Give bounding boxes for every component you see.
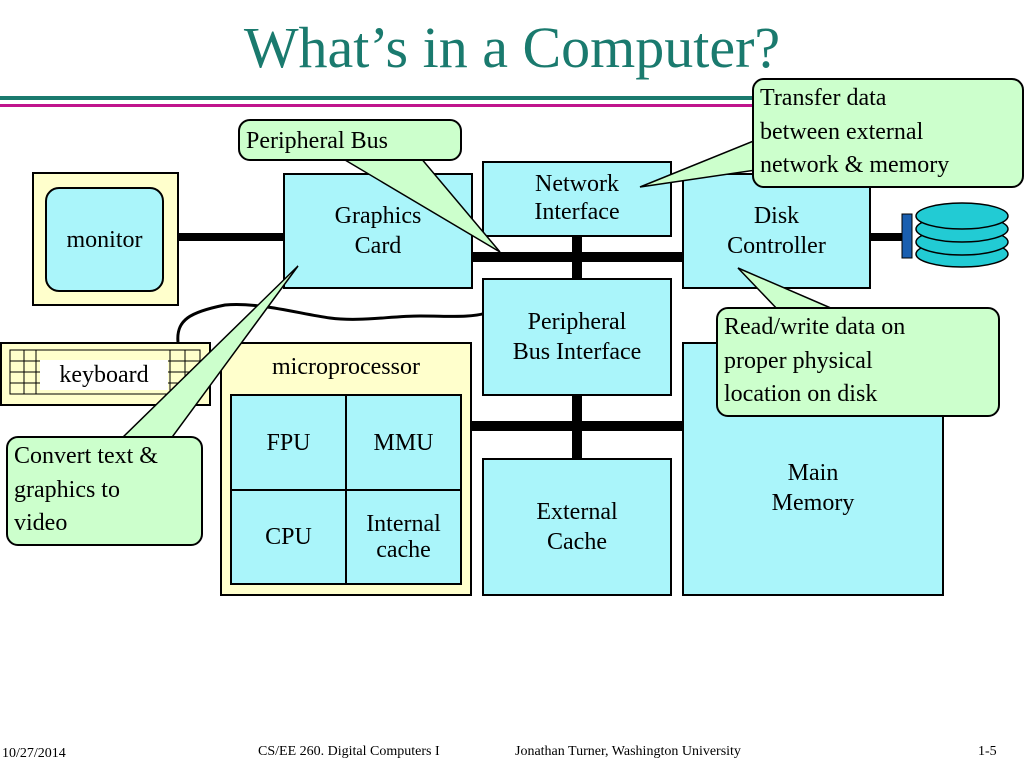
main-memory-label-2: Memory [771, 490, 855, 516]
mmu-label: MMU [373, 429, 434, 456]
internal-cache-box: Internal cache [345, 489, 462, 585]
cpu-label: CPU [265, 524, 312, 550]
cpu-box: CPU [230, 489, 347, 585]
peripheral-bus-vertical-top [572, 236, 582, 280]
peripheral-bus-interface-box: Peripheral Bus Interface [482, 278, 672, 396]
callout-transfer-data-line-1: Transfer data [760, 85, 887, 111]
footer-course: CS/EE 260. Digital Computers I [258, 744, 440, 759]
read-write-pointer [737, 267, 841, 313]
title-rule-teal [0, 96, 760, 100]
network-interface-label-1: Network [535, 171, 619, 198]
internal-cache-label-1: Internal [366, 510, 441, 537]
network-interface-box: Network Interface [482, 161, 672, 237]
convert-text-pointer [118, 265, 299, 441]
disk-controller-label-2: Controller [727, 233, 826, 259]
callout-peripheral-bus-text: Peripheral Bus [246, 128, 388, 154]
title-rule-magenta [0, 104, 760, 107]
disk-controller-box: Disk Controller [682, 173, 871, 289]
callout-convert-text-line-2: graphics to [14, 476, 120, 503]
monitor-bus [178, 233, 284, 241]
graphics-card-label-1: Graphics [334, 203, 422, 229]
disk-controller-label-1: Disk [753, 203, 800, 229]
monitor-label: monitor [66, 226, 143, 253]
slide-title: What’s in a Computer? [243, 15, 781, 80]
callout-transfer-data: Transfer data between external network &… [752, 78, 1024, 188]
callout-peripheral-bus: Peripheral Bus [238, 119, 462, 161]
external-cache-label-2: Cache [547, 529, 607, 555]
microprocessor-label: microprocessor [272, 354, 420, 380]
external-cache-label-1: External [536, 499, 618, 525]
network-interface-label-2: Interface [534, 199, 620, 225]
peripheral-bus-pointer [337, 156, 501, 253]
fpu-label: FPU [266, 429, 311, 456]
callout-transfer-data-line-2: between external [760, 118, 924, 145]
callout-convert-text-line-3: video [14, 510, 68, 537]
callout-read-write: Read/write data on proper physical locat… [716, 307, 1000, 417]
callout-read-write-line-1: Read/write data on [724, 314, 906, 340]
footer-author: Jonathan Turner, Washington University [515, 744, 741, 759]
callout-convert-text-line-1: Convert text & [14, 443, 158, 469]
memory-bus-horizontal [472, 421, 683, 431]
pbi-label-2: Bus Interface [512, 339, 642, 365]
callout-convert-text: Convert text & graphics to video [6, 436, 203, 546]
pbi-label-1: Peripheral [527, 309, 627, 335]
monitor-box: monitor [45, 187, 164, 292]
footer-page: 1-5 [978, 744, 997, 759]
internal-cache-label-2: cache [376, 537, 431, 563]
callout-read-write-line-3: location on disk [724, 381, 878, 408]
callout-read-write-line-2: proper physical [724, 347, 873, 374]
footer-date: 10/27/2014 [2, 746, 66, 761]
keyboard-label: keyboard [40, 360, 168, 390]
disk-bus [870, 233, 904, 241]
callout-transfer-data-line-3: network & memory [760, 152, 950, 179]
main-memory-label-1: Main [787, 460, 839, 486]
transfer-data-pointer [639, 138, 757, 188]
external-cache-box: External Cache [482, 458, 672, 596]
graphics-card-label-2: Card [354, 233, 402, 259]
